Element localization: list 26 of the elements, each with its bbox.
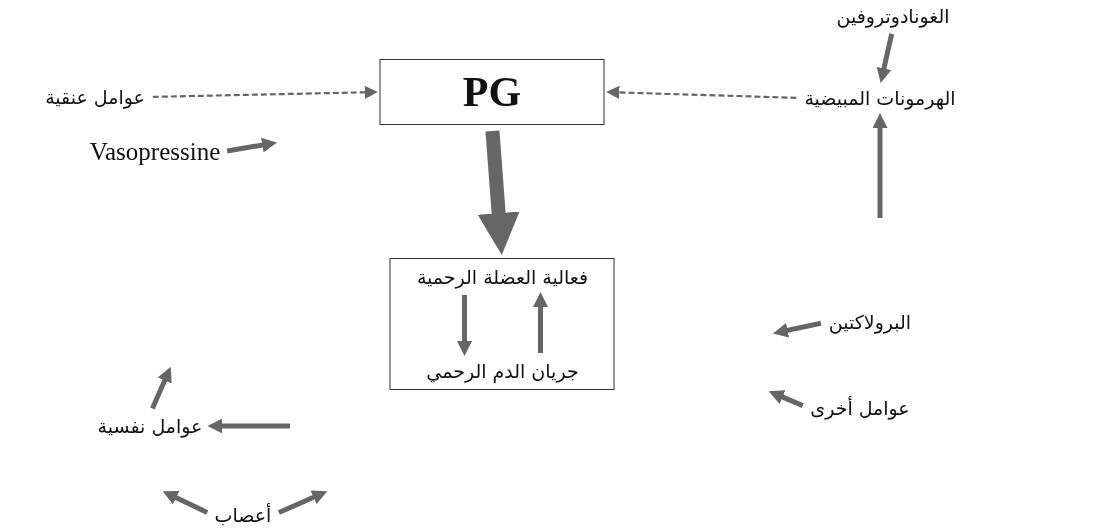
factor-label: الغونادوتروفين [834,4,952,28]
text-label: فعالية العضلة الرحمية [414,265,591,289]
factor-label: الهرمونات المبيضية [802,86,958,110]
text-label: جريان الدم الرحمي [424,359,581,383]
arrow [768,390,804,408]
factor-label: عوامل أخرى [808,396,912,420]
arrow [150,366,172,410]
dashed-arrow [606,85,797,100]
dashed-arrow [152,85,378,99]
arrow [162,490,209,515]
process-box: PG [379,59,605,125]
arrow [207,418,290,434]
factor-label: البرولاكتين [826,310,914,334]
arrow [226,137,278,154]
arrow [533,292,548,353]
arrow [876,33,895,84]
arrow [277,490,328,515]
factor-label: عوامل عنقية [43,85,147,109]
arrow [772,320,822,338]
factor-label: أعصاب [212,503,274,527]
block-arrow [477,130,520,255]
factor-label: عوامل نفسية [95,414,205,438]
process-box [389,258,615,390]
factor-label: Vasopressine [88,137,222,167]
arrow [457,295,472,356]
arrow [872,113,888,218]
